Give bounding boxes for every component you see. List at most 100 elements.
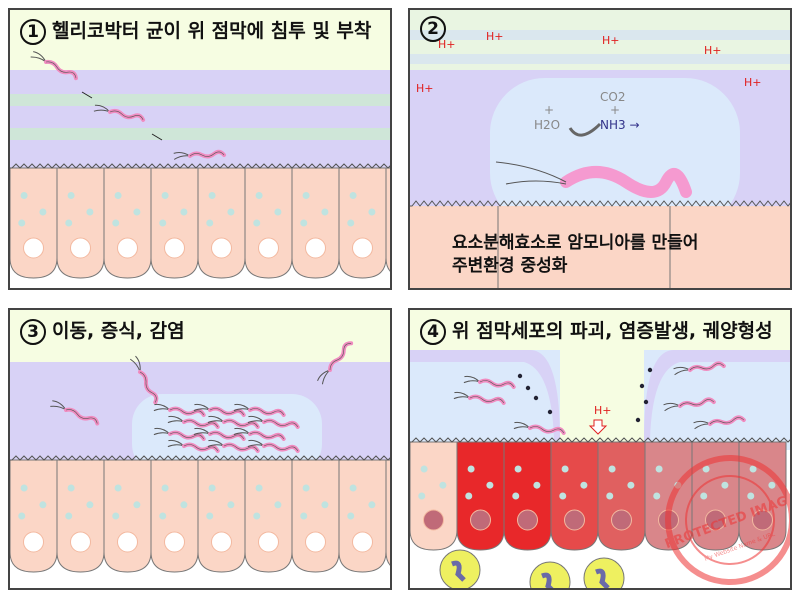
h2o-label: H2O [534,118,561,132]
granule [112,219,120,227]
epithelial-cell [56,167,105,279]
helicobacter-bacterium [453,391,506,405]
bacterium-outline [139,371,157,403]
bacterium-outline [189,151,225,157]
granule [300,512,308,520]
helicobacter-bacterium [207,415,260,429]
ammonia-particle [533,395,539,401]
epithelial-cell [338,459,387,573]
cell-nucleus [164,237,185,259]
granule [655,465,663,473]
granule [512,492,520,500]
bacterium-outline [109,110,144,120]
granule [18,512,26,520]
cell-nucleus [117,531,138,553]
granule [133,208,141,216]
cell-nucleus [70,237,91,259]
panel-2-number: 2 [420,16,452,42]
epithelial-cell [103,167,152,279]
cell-nucleus [211,531,232,553]
helicobacter-bacterium [167,415,220,429]
proton-label: H+ [602,34,620,47]
epithelial-cell [244,167,293,279]
mucus-edge [410,350,560,440]
bacterium-outline [209,408,244,416]
cell-nucleus [352,531,373,553]
helicobacter-bacterium [560,166,692,198]
granule [486,481,494,489]
granule [300,219,308,227]
flagella-icon [495,161,567,185]
panel-3-illustration [10,341,390,588]
epithelial-cell [150,459,199,573]
cell-nucleus [470,509,491,531]
helicobacter-bacterium [663,397,716,412]
microvilli [10,163,390,169]
cell-nucleus [305,237,326,259]
ammonia-particle [525,385,531,391]
helicobacter-bacterium [193,403,246,417]
helicobacter-bacterium [153,403,206,417]
proton-label: H+ [594,404,612,417]
helicobacter-bacterium [693,415,746,430]
granule [159,219,167,227]
granule [349,484,357,492]
helicobacter-bacterium [173,149,227,160]
mucus-stripe [410,54,790,64]
proton-label: H+ [744,76,762,89]
proton-label: H+ [486,30,504,43]
epithelial-cell [150,167,199,279]
granule [749,465,757,473]
ammonia-particle [647,367,653,373]
epithelial-cell [10,459,58,573]
bacterium-outline [679,399,715,407]
epithelial-cell [197,167,246,279]
granule [161,484,169,492]
helicobacter-bacterium [247,415,300,429]
granule [274,208,282,216]
granule [114,192,122,199]
granule [67,192,75,199]
helicobacter-bacterium [30,51,78,81]
granule [180,208,188,216]
bacterium-outline [45,61,77,79]
microvilli [10,455,390,461]
epithelial-cell [456,441,505,551]
granule [533,481,541,489]
ulcer-crater [560,350,644,450]
cell-nucleus [164,531,185,553]
granule [580,481,588,489]
microvilli [410,437,790,443]
granule [627,481,635,489]
granule [559,492,567,500]
bacterium-outline [223,420,258,428]
granule [114,484,122,492]
proton-label: H+ [438,38,456,51]
granule [418,492,426,500]
helicobacter-bacterium [317,341,354,385]
granule [208,192,216,199]
epithelial-cell [291,167,340,279]
granule [420,465,428,473]
cell-nucleus [611,509,632,531]
bacterium-outline [329,342,352,371]
bacterium-outline [479,380,514,388]
bacterium-outline [169,432,204,440]
cell-nucleus [258,531,279,553]
bacterium-outline [709,417,745,425]
panel-2-neutralization: 2 H+ H+ H+ H+ H+ H+ CO2 + + H2O NH3 → 요소… [408,8,792,290]
granule [368,208,376,216]
helicobacter-bacterium [207,439,260,453]
granule [206,219,214,227]
plus-sign: + [544,103,555,117]
helicobacter-bacterium [129,355,159,405]
granule [39,208,47,216]
granule [161,192,169,199]
cell-nucleus [23,237,44,259]
immune-cell-nucleus [541,572,554,588]
helicobacter-bacterium [93,104,146,122]
